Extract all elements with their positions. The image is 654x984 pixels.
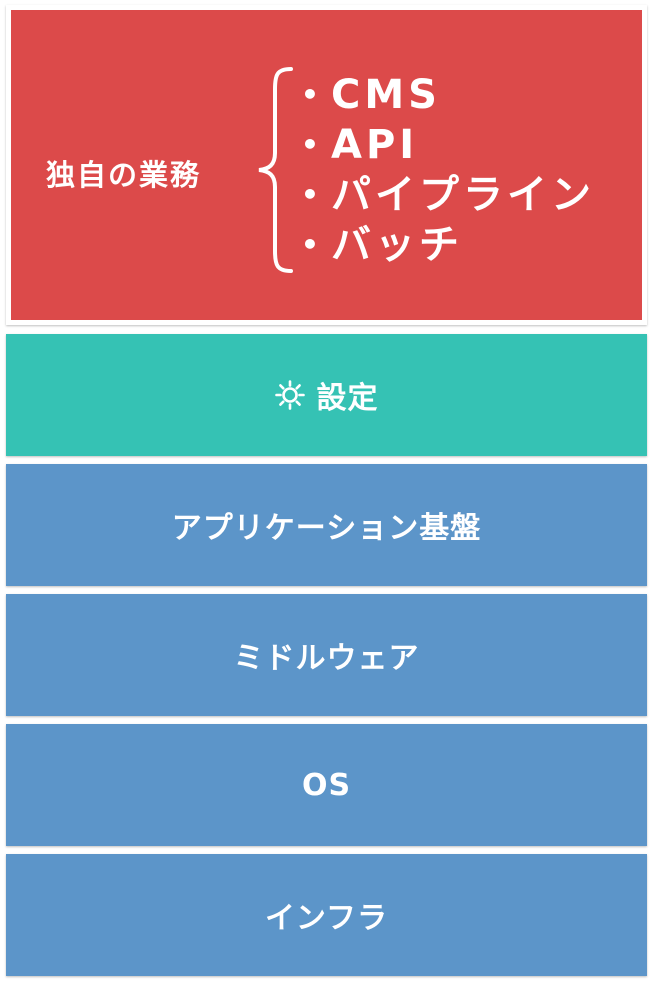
infra-label: インフラ bbox=[264, 901, 389, 936]
middleware-layer: ミドルウェア bbox=[6, 594, 647, 716]
business-item-label: CMS bbox=[331, 72, 441, 118]
infra-layer: インフラ bbox=[6, 854, 647, 976]
business-item-label: パイプライン bbox=[331, 172, 595, 218]
business-item-label: API bbox=[331, 122, 419, 168]
bullet: • bbox=[301, 78, 323, 111]
os-label: OS bbox=[301, 767, 352, 803]
bullet: • bbox=[301, 128, 323, 161]
bullet: • bbox=[301, 178, 323, 211]
business-title: 独自の業務 bbox=[46, 158, 202, 192]
settings-label: 設定 bbox=[316, 381, 379, 416]
app-platform-layer: アプリケーション基盤 bbox=[6, 464, 647, 586]
app-platform-label: アプリケーション基盤 bbox=[171, 511, 482, 546]
business-items-list: • CMS • API • パイプライン • バッチ bbox=[301, 70, 595, 270]
settings-layer: 設定 bbox=[6, 334, 647, 456]
business-item-label: バッチ bbox=[331, 222, 463, 268]
business-item: • API bbox=[301, 120, 595, 170]
business-item: • CMS bbox=[301, 70, 595, 120]
business-block-inner: 独自の業務 • CMS • API • パイプライン • バッチ bbox=[11, 10, 642, 320]
middleware-label: ミドルウェア bbox=[233, 641, 420, 676]
os-layer: OS bbox=[6, 724, 647, 846]
sun-gear-icon bbox=[274, 380, 305, 410]
curly-brace-icon bbox=[258, 67, 293, 273]
business-item: • バッチ bbox=[301, 220, 595, 270]
bullet: • bbox=[301, 228, 323, 261]
business-item: • パイプライン bbox=[301, 170, 595, 220]
business-block: 独自の業務 • CMS • API • パイプライン • バッチ bbox=[6, 5, 647, 325]
